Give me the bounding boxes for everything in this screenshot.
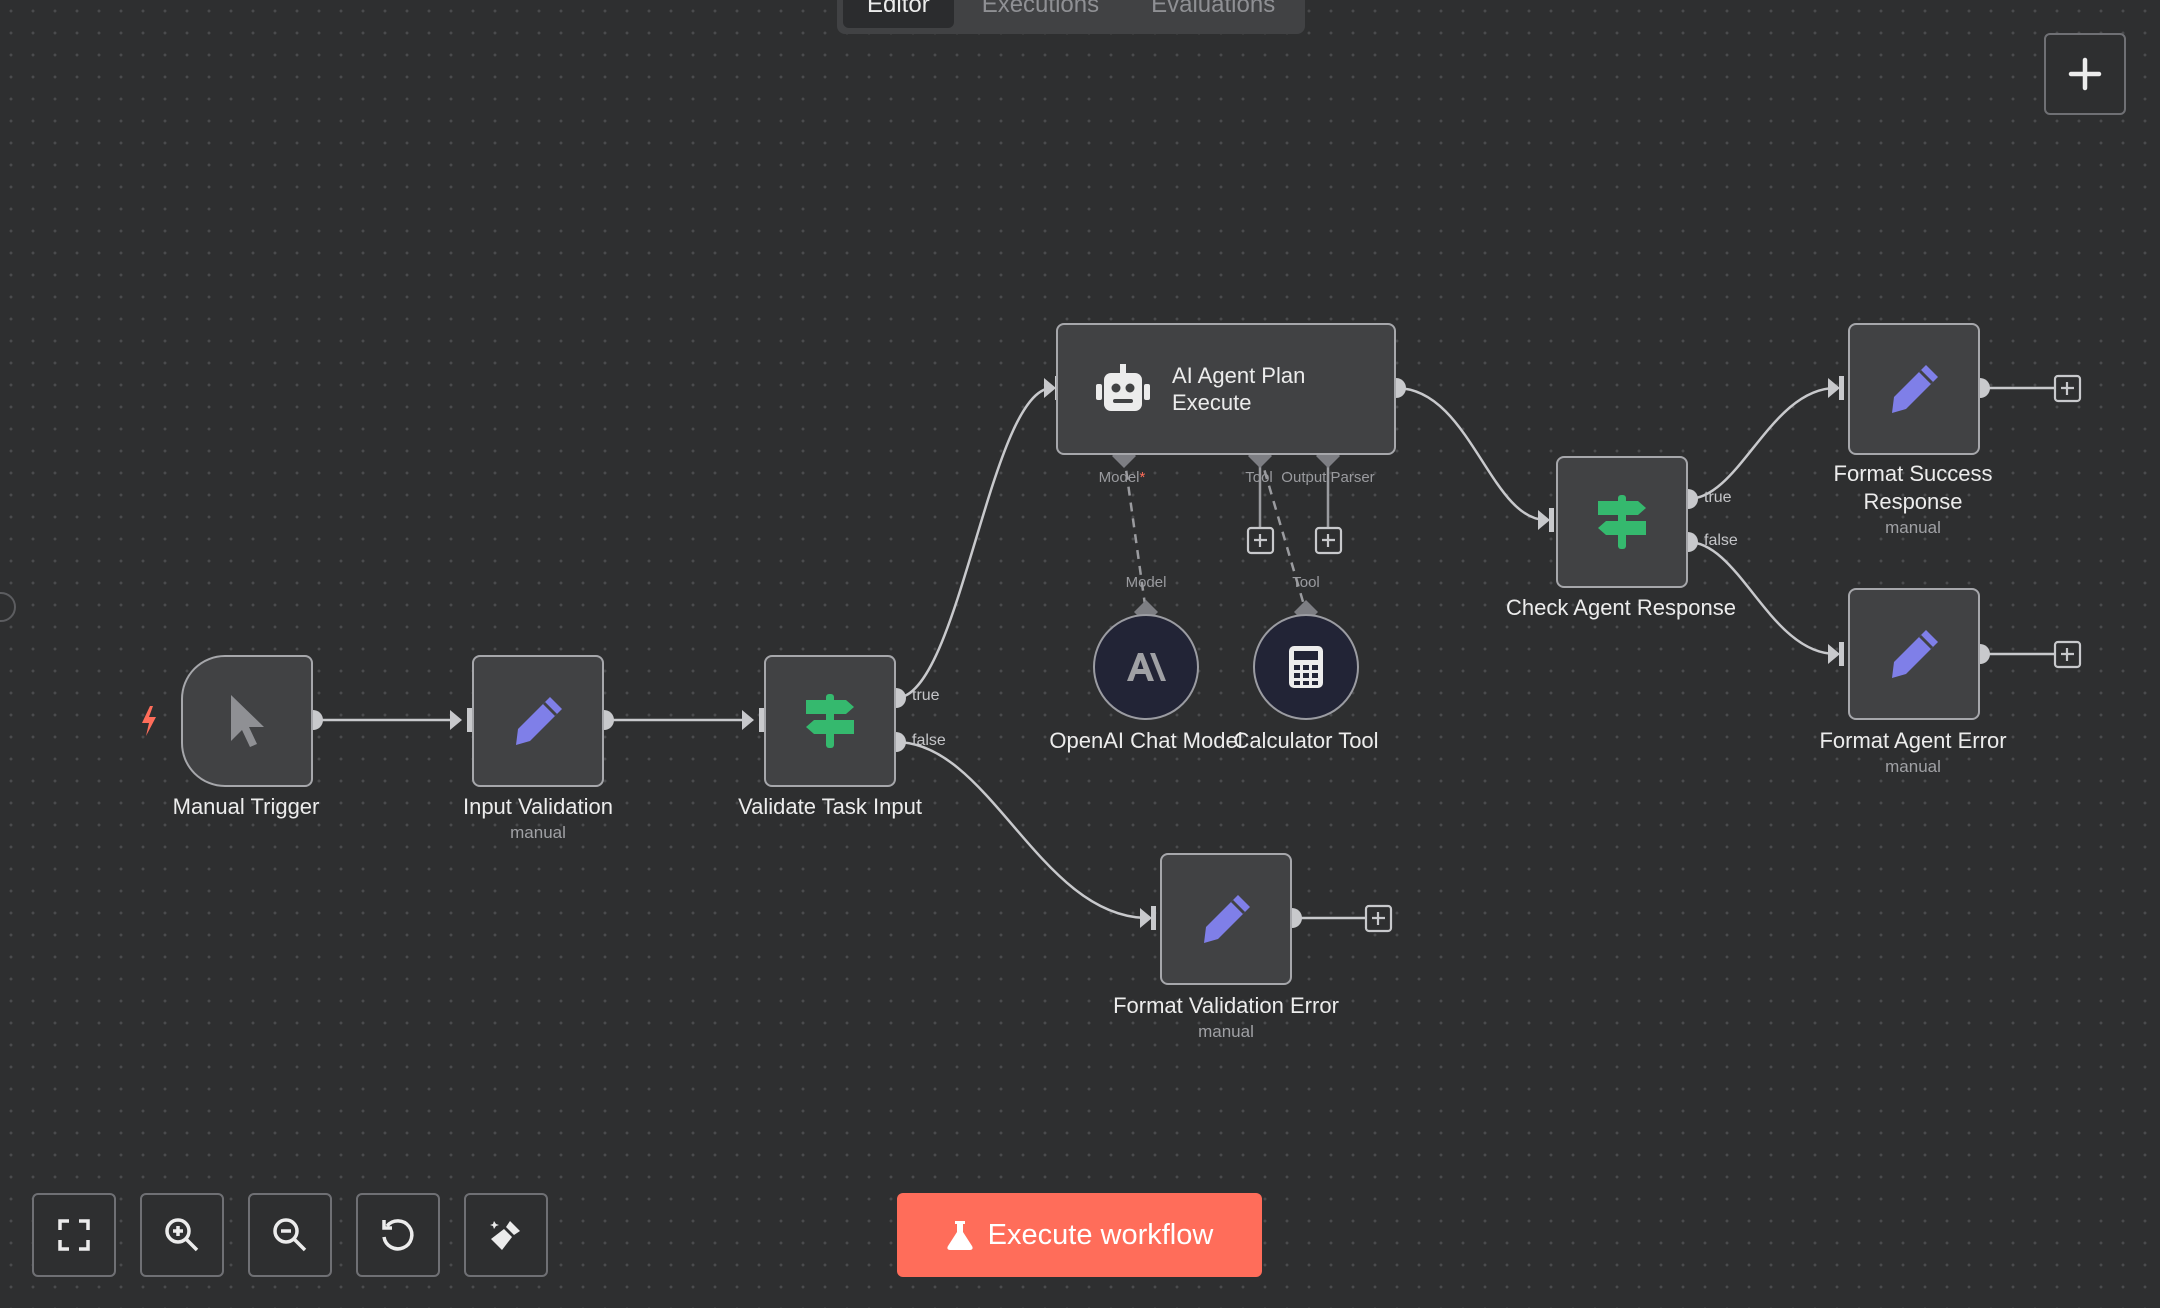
trigger-bolt-icon	[142, 706, 156, 736]
anthropic-icon	[1127, 653, 1166, 681]
node-validate-task-input[interactable]	[764, 655, 896, 787]
node-title: Format Success Response	[1833, 461, 1993, 514]
node-format-success-response[interactable]	[1848, 323, 1980, 455]
tidy-up-button[interactable]	[464, 1193, 548, 1277]
reset-zoom-icon	[382, 1219, 414, 1251]
tab-editor[interactable]: Editor	[843, 0, 954, 28]
node-manual-trigger[interactable]	[181, 655, 313, 787]
view-tabs: Editor Executions Evaluations	[837, 0, 1306, 34]
plus-icon	[2068, 57, 2102, 91]
zoom-in-button[interactable]	[140, 1193, 224, 1277]
node-title: Format Agent Error	[1819, 728, 2007, 753]
false-output-label: false	[1704, 532, 1738, 549]
node-title: Check Agent Response	[1506, 595, 1736, 620]
node-label: Calculator Tool	[1233, 727, 1378, 755]
robot-icon	[1096, 364, 1150, 411]
calculator-icon	[1289, 646, 1323, 688]
tab-executions[interactable]: Executions	[981, 0, 1100, 18]
node-label: Format Success Response manual	[1803, 460, 2023, 540]
true-output-label: true	[1704, 489, 1732, 506]
node-title: Format Validation Error	[1113, 993, 1339, 1018]
node-label: Validate Task Input	[738, 793, 922, 821]
false-output-label: false	[912, 732, 946, 749]
pencil-icon	[1892, 630, 1938, 678]
title-line-1: AI Agent Plan	[1172, 363, 1306, 388]
pencil-icon	[1892, 365, 1938, 413]
execute-label: Execute workflow	[987, 1218, 1214, 1251]
pencil-icon	[1204, 895, 1250, 943]
signpost-icon	[1598, 495, 1646, 549]
node-subtitle: manual	[1885, 757, 1941, 776]
zoom-in-icon	[165, 1218, 199, 1252]
execute-workflow-button[interactable]: Execute workflow	[897, 1193, 1262, 1277]
tidy-up-icon	[490, 1221, 520, 1250]
node-label: Manual Trigger	[173, 793, 320, 821]
node-label: Format Agent Error manual	[1819, 727, 2006, 779]
required-marker: *	[1139, 469, 1146, 486]
fit-view-icon	[58, 1219, 90, 1251]
add-node-button[interactable]	[2044, 33, 2126, 115]
node-calculator-tool[interactable]	[1253, 614, 1359, 720]
node-label: Check Agent Response	[1506, 594, 1736, 622]
node-input-validation[interactable]	[472, 655, 604, 787]
node-title: Input Validation	[462, 794, 614, 819]
connector-label-model: Model*	[1099, 469, 1146, 486]
node-title: OpenAI Chat Model	[1049, 728, 1243, 753]
title-line-2: Execute	[1172, 390, 1252, 415]
reset-zoom-button[interactable]	[356, 1193, 440, 1277]
sub-node-connector-label: Tool	[1292, 574, 1320, 591]
node-title: Manual Trigger	[172, 794, 320, 819]
true-output-label: true	[912, 687, 940, 704]
flask-icon	[947, 1221, 973, 1250]
node-title: Calculator Tool	[1233, 728, 1379, 753]
node-label: Format Validation Error manual	[1113, 992, 1339, 1044]
node-subtitle: manual	[510, 823, 566, 842]
node-format-agent-error[interactable]	[1848, 588, 1980, 720]
connector-text: Model	[1098, 469, 1140, 486]
connector-label-output-parser: Output Parser	[1281, 469, 1375, 486]
node-label: Input Validation manual	[463, 793, 613, 845]
tab-evaluations[interactable]: Evaluations	[1151, 0, 1276, 18]
node-subtitle: manual	[1885, 518, 1941, 537]
signpost-icon	[806, 694, 854, 748]
node-openai-chat-model[interactable]	[1093, 614, 1199, 720]
cursor-icon	[231, 695, 264, 747]
node-subtitle: manual	[1198, 1022, 1254, 1041]
fit-view-button[interactable]	[32, 1193, 116, 1277]
node-check-agent-response[interactable]	[1556, 456, 1688, 588]
connector-label-tool: Tool	[1245, 469, 1273, 486]
node-title: Validate Task Input	[738, 794, 922, 819]
pencil-icon	[516, 697, 562, 745]
node-format-validation-error[interactable]	[1160, 853, 1292, 985]
zoom-out-button[interactable]	[248, 1193, 332, 1277]
sub-node-connector-label: Model	[1125, 574, 1167, 591]
zoom-out-icon	[273, 1218, 307, 1252]
node-label: OpenAI Chat Model	[1049, 727, 1242, 755]
